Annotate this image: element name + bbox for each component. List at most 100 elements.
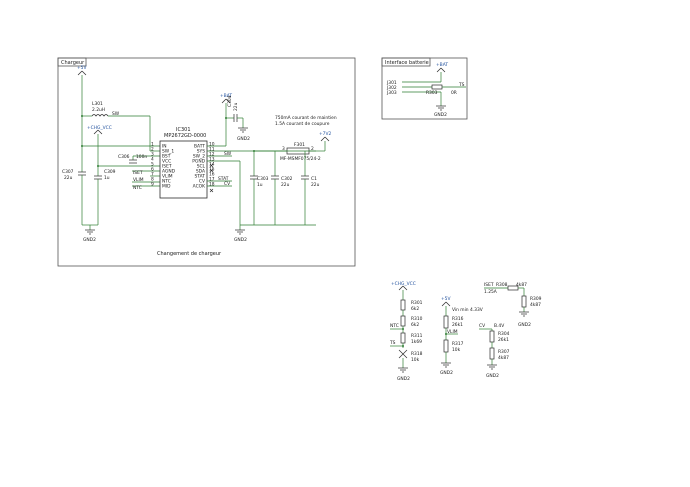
- gnd-mid-label: GND2: [234, 237, 247, 243]
- ic-left-pin-number: 6: [151, 167, 154, 173]
- ic301: IC301 MP2672GD-0000 IN1SW_12BST3VCC4ISET…: [151, 127, 215, 199]
- c306-ref: C306: [118, 154, 130, 160]
- vbat-node: +BAT GND2 C304 22u: [207, 93, 250, 147]
- r307-value: 4k87: [498, 355, 509, 361]
- ic-left-pin-number: 3: [151, 152, 154, 158]
- note-coupure: 1.5A courant de coupure: [275, 121, 330, 127]
- iface-vbat-label: +BAT: [436, 62, 448, 68]
- ic-right-pin-number: 11: [209, 147, 215, 153]
- r310-ref: R310: [411, 316, 423, 322]
- divider-right: CV B.4V R304 26k1 R307 4k87 GND2: [479, 323, 510, 379]
- r311-value: 1k69: [411, 339, 422, 345]
- l301-ref: L301: [92, 101, 103, 107]
- ic-left-pin-name: MID: [162, 184, 171, 190]
- ic-left-pin-number: 4: [151, 157, 154, 163]
- dr-cv-label: CV: [479, 323, 485, 329]
- iset-top-value: 4k87: [516, 282, 527, 288]
- vin-supply: +5V: [77, 65, 86, 146]
- ic-left-pin-name: SW_1: [162, 149, 174, 155]
- ic-right-pin-number: 13: [209, 157, 215, 163]
- note-maintien: 750mA courant de maintien: [275, 115, 337, 121]
- ic-left-pin-name: NTC: [162, 179, 171, 185]
- r317-ref: R317: [452, 341, 464, 347]
- ic-right-pin-name: STAT: [195, 174, 206, 180]
- iset-label: ISET: [484, 282, 494, 288]
- f301-pin3: 3: [282, 146, 285, 152]
- capacitor-c306: C306 100n: [118, 154, 160, 164]
- ic-right-pin-number: 14: [209, 162, 215, 168]
- ic-right-pin-name: SCL: [197, 164, 206, 170]
- ic-right-pin-number: 15: [209, 167, 215, 173]
- c1-ref: C1: [311, 176, 317, 182]
- r308-value: 1.25A: [484, 289, 497, 295]
- ic-right-pin-number: 17: [209, 177, 215, 183]
- capacitor-c309: C309 1u: [94, 166, 116, 225]
- ic-left-pin-number: 5: [151, 162, 154, 168]
- iset-gnd-label: GND2: [518, 322, 531, 328]
- ic-right-pin-name: CV: [199, 179, 205, 185]
- r309-value: 4k87: [530, 302, 541, 308]
- c302-ref: C302: [281, 176, 293, 182]
- chargeur-caption: Changement de chargeur: [157, 251, 222, 257]
- ic-left-pin-name: ISET: [162, 164, 172, 170]
- inductor-l301: L301 2.2uH SW: [81, 101, 160, 152]
- c303-ref: C303: [257, 176, 269, 182]
- iset-left-label: ISET: [133, 170, 143, 176]
- c303-value: 1u: [257, 182, 263, 188]
- gnd-left-label: GND2: [83, 237, 96, 243]
- ic-right-pin-number: 16: [209, 172, 215, 178]
- c309-ref: C309: [104, 169, 116, 175]
- f301-pin2: 2: [311, 146, 314, 152]
- ic-right-pin-number: 18: [209, 182, 215, 188]
- divider-left: +CHG_VCC R301 6k2 R310 6k2 NTC R311 1k69…: [389, 281, 423, 382]
- c1-value: 22u: [311, 182, 320, 188]
- j301-label: J301: [386, 80, 397, 86]
- v7-label: +7V2: [319, 131, 331, 137]
- ic-right-pin-name: BATT: [194, 144, 205, 150]
- ic-left-pin-name: VLIM: [162, 174, 173, 180]
- r316-ref: R316: [452, 316, 464, 322]
- c304-ref: C304: [227, 95, 233, 107]
- vbat-label: +BAT: [220, 93, 232, 99]
- dr-gnd-label: GND2: [486, 373, 499, 379]
- f301-part: MF-MSMF075/24-2: [280, 156, 321, 162]
- c307-ref: C307: [62, 169, 74, 175]
- r301-value: 6k2: [411, 306, 419, 312]
- r308-ref: R308: [496, 282, 508, 288]
- r307-ref: R307: [498, 349, 510, 355]
- chargeur-frame-title: Chargeur: [61, 60, 85, 66]
- ic-left-pin-number: 1: [151, 142, 154, 148]
- ic-right-pin-number: 10: [209, 142, 215, 148]
- dr-b4-label: B.4V: [494, 323, 504, 329]
- c302-value: 22u: [281, 182, 290, 188]
- sw-right-label: SW: [224, 151, 232, 157]
- vin-label: +5V: [77, 65, 86, 71]
- ic-left-pin-number: 8: [151, 177, 154, 183]
- r301-ref: R301: [411, 300, 423, 306]
- ic-left-pin-number: 2: [151, 147, 154, 153]
- r317-value: 10k: [452, 347, 461, 353]
- l301-value: 2.2uH: [92, 107, 105, 113]
- ic301-part: MP2672GD-0000: [164, 133, 206, 139]
- dl-gnd-label: GND2: [397, 376, 410, 382]
- dm-gnd-label: GND2: [440, 370, 453, 376]
- gnd-top-label: GND2: [237, 136, 250, 142]
- l301-sw-net: SW: [112, 111, 120, 117]
- c304-value: 22u: [233, 102, 239, 111]
- capacitor-c307: C307 22u: [62, 146, 86, 225]
- iset-block: ISET R308 1.25A 4k87 R309 4k87 GND2: [484, 282, 542, 328]
- dm-note: Vin min 4.33V: [452, 307, 483, 313]
- cv-label: CV: [224, 181, 230, 187]
- c306-value: 100n: [136, 154, 147, 160]
- r304-value: 26k1: [498, 337, 509, 343]
- dm-vlim-label: VLIM: [447, 329, 458, 335]
- ic-right-pin-name: ACOK: [193, 184, 205, 190]
- r303-ref: R303: [426, 90, 438, 96]
- ic-left-signals: ISET VLIM NTC: [132, 170, 160, 191]
- ic-right-pin-name: SDA: [196, 169, 205, 175]
- dl-ts-label: TS: [389, 340, 396, 346]
- ground-left: GND2: [82, 224, 98, 243]
- divider-mid: +5V Vin min 4.33V R316 26k1 VLIM R317 10…: [440, 296, 483, 376]
- dm-top-label: +5V: [441, 296, 450, 302]
